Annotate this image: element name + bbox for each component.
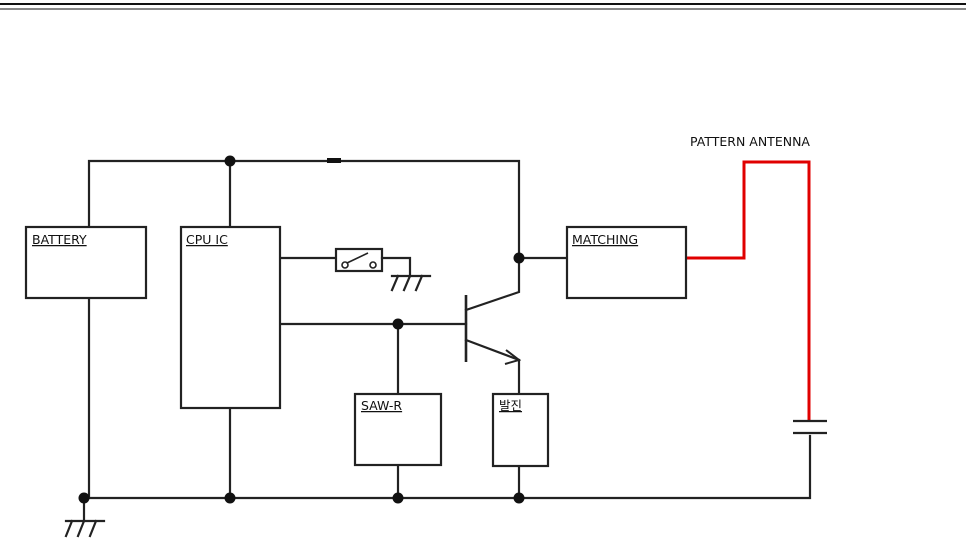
capacitor-icon bbox=[793, 421, 827, 433]
transistor-icon bbox=[466, 258, 519, 394]
switch-branch bbox=[280, 249, 430, 290]
saw-r-block: SAW-R bbox=[355, 394, 441, 465]
junction-node bbox=[393, 493, 404, 504]
junction-nodes bbox=[79, 156, 525, 504]
junction-node bbox=[225, 156, 236, 167]
oscillator-label: 발진 bbox=[499, 398, 522, 413]
cpu-ic-label: CPU IC bbox=[186, 232, 228, 247]
battery-block: BATTERY bbox=[26, 227, 146, 298]
oscillator-block: 발진 bbox=[493, 394, 548, 466]
junction-node bbox=[79, 493, 90, 504]
junction-node bbox=[514, 253, 525, 264]
matching-label: MATCHING bbox=[572, 232, 638, 247]
top-rail bbox=[89, 158, 519, 258]
junction-node bbox=[514, 493, 525, 504]
header-rule bbox=[0, 4, 966, 9]
matching-block: MATCHING bbox=[567, 227, 686, 298]
cpu-ic-block: CPU IC bbox=[181, 227, 280, 408]
ground-icon bbox=[392, 276, 430, 290]
ground-icon bbox=[66, 498, 104, 536]
junction-node bbox=[225, 493, 236, 504]
base-line bbox=[280, 324, 466, 394]
pattern-antenna bbox=[686, 162, 809, 420]
junction-node bbox=[393, 319, 404, 330]
battery-label: BATTERY bbox=[32, 232, 87, 247]
saw-r-label: SAW-R bbox=[361, 398, 402, 413]
antenna-label: PATTERN ANTENNA bbox=[690, 134, 810, 149]
